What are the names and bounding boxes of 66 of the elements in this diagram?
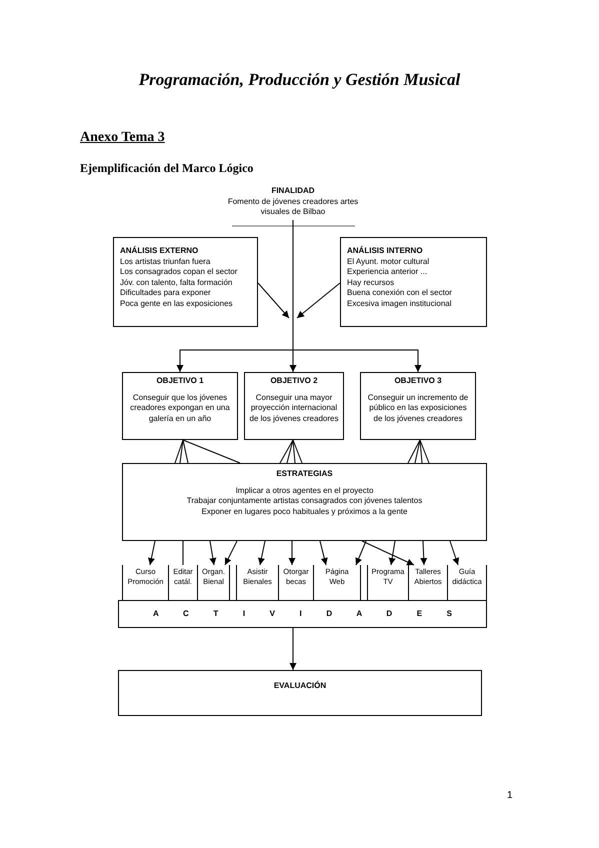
box-text: Conseguir una mayor proyección internacional de los jóvenes creadores [248,392,340,424]
box-heading: OBJETIVO 3 [393,376,443,386]
connector-line [286,440,294,464]
box-text: Exponer en lugares poco habituales y próximos a la gente [200,506,408,517]
page-number: 1 [507,790,513,801]
objective-box [122,372,238,440]
connector-line [408,440,420,464]
band-label: A C T I V I D A D E S [153,609,452,620]
arrow [258,540,266,566]
box-text: El Ayunt. motor cultural [347,256,430,267]
arrow [296,282,340,318]
box-heading: OBJETIVO 2 [269,376,319,386]
box-text: Los consagrados copan el sector [120,267,238,278]
connector-line [420,440,430,464]
arrow [224,540,238,566]
box-text: Conseguir que los jóvenes creadores expongan en una galería en un año [129,392,231,424]
arrow [209,540,216,566]
box-heading: ANÁLISIS INTERNO [347,246,424,256]
box-text: Conseguir un incremento de público en las exposiciones de los jóvenes creadores [366,392,470,424]
arrow [320,540,328,566]
connector-line [414,440,420,464]
box-text: Excesiva imagen institucional [347,298,452,309]
analysis-box [113,237,258,327]
evaluation-box [118,670,482,716]
arrow [362,540,414,566]
arrow [148,540,156,566]
arrow [420,540,428,566]
connector-line [182,440,188,464]
connector-line [182,540,184,566]
box-heading: EVALUACIÓN [272,681,328,692]
connector-line [292,440,296,464]
box-heading: OBJETIVO 1 [155,376,205,386]
arrow [290,628,296,670]
activities-band [118,600,487,628]
connector-line [174,440,184,464]
objective-box [244,372,344,440]
box-heading: ANÁLISIS EXTERNO [120,246,200,256]
box-text: Los artistas triunfan fuera [120,256,212,267]
arrow [450,540,460,566]
connector-line [280,440,294,464]
box-text: Hay recursos [347,278,396,288]
box-heading: ESTRATEGIAS [275,469,334,480]
box-text: Dificultades para exponer [120,288,212,298]
arrow [292,220,422,372]
box-text: Implicar a otros agentes en el proyecto [234,486,374,496]
box-text: Buena conexión con el sector [347,288,453,298]
arrow [355,540,366,566]
connector-line [420,440,422,464]
strategy-box [122,463,487,541]
box-text: Trabajar conjuntamente artistas consagrados con jóvenes talentos [186,496,424,506]
arrow [258,282,290,318]
box-text: Fomento de jóvenes creadores artes visuales de Bilbao [226,196,360,218]
connector-line [292,440,302,464]
arrow [388,540,396,566]
analysis-box [340,237,487,327]
objective-box [360,372,476,440]
connector-line [182,440,240,464]
arrow [288,540,296,566]
box-text: Jóv. con talento, falta formación [120,278,234,288]
subheading: Ejemplificación del Marco Lógico [80,161,254,176]
section-heading: Anexo Tema 3 [80,130,165,146]
connector-line [180,440,184,464]
box-heading: FINALIDAD [270,186,316,196]
page-title: Programación, Producción y Gestión Musical [138,70,462,90]
box-text: Experiencia anterior ... [347,267,428,278]
box-text: Poca gente en las exposiciones [120,298,234,309]
